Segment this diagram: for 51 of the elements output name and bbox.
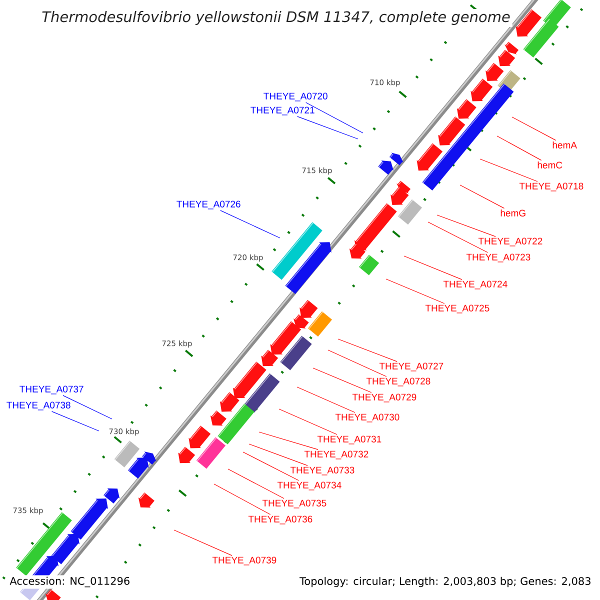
gene-label: THEYE_A0733 [290, 466, 354, 476]
leader-line [297, 116, 358, 140]
leader-line [258, 432, 318, 450]
gene-label: THEYE_A0725 [425, 304, 490, 314]
gene-label: THEYE_A0735 [262, 500, 326, 508]
leader-line [512, 116, 556, 141]
gene-label: THEYE_A0727 [379, 362, 444, 372]
leader-line [312, 368, 372, 393]
gene-label: THEYE_A0720 [264, 92, 328, 102]
gene-label: THEYE_A0726 [176, 200, 240, 210]
accession-text: Accession: NC_011296 [8, 575, 132, 589]
gene-label: THEYE_A0724 [443, 280, 508, 290]
gene-label: THEYE_A0737 [20, 386, 84, 394]
gene-label: THEYE_A0738 [6, 402, 70, 410]
leader-line [228, 468, 284, 499]
leader-line [214, 484, 271, 515]
genome-summary: Topology: circular; Length: 2,003,803 bp; Genes: 2,083 [298, 575, 593, 589]
leader-line [480, 158, 538, 182]
gene-label: hemA [552, 142, 577, 148]
title: Thermodesulfovibrio yellowstonii DSM 11347, complete genome [40, 8, 512, 27]
gene-label: THEYE_A0731 [317, 436, 382, 444]
gene-label: hemG [500, 210, 526, 216]
gene-label: THEYE_A0734 [277, 482, 342, 490]
leader-line [386, 278, 445, 304]
gene-label: THEYE_A0736 [248, 516, 312, 524]
leader-line [296, 386, 356, 413]
gene-label: hemC [538, 162, 562, 168]
leader-line [460, 184, 505, 209]
leader-line [436, 214, 496, 237]
gene-label: THEYE_A0722 [478, 238, 542, 246]
gene-label: THEYE_A0728 [366, 378, 430, 386]
leader-line [278, 408, 338, 435]
leader-line [338, 338, 398, 362]
gene-label: THEYE_A0723 [466, 254, 530, 262]
leader-line [248, 444, 308, 466]
gene-label: THEYE_A0739 [212, 556, 276, 566]
leader-line [242, 452, 300, 481]
leader-line [51, 411, 100, 432]
gene-label: THEYE_A0730 [335, 414, 400, 422]
leader-line [174, 530, 232, 556]
leader-line [404, 256, 462, 280]
gene-label: THEYE_A0721 [250, 106, 314, 116]
gene-label: THEYE_A0729 [352, 394, 416, 402]
leader-line [328, 350, 387, 377]
gene-label: THEYE_A0718 [519, 182, 584, 192]
leader-line [220, 210, 280, 238]
leader-line [306, 102, 364, 134]
gene-label: THEYE_A0732 [304, 450, 368, 460]
leader-line [496, 136, 542, 161]
leader-line [428, 222, 488, 253]
leader-line [62, 395, 112, 420]
